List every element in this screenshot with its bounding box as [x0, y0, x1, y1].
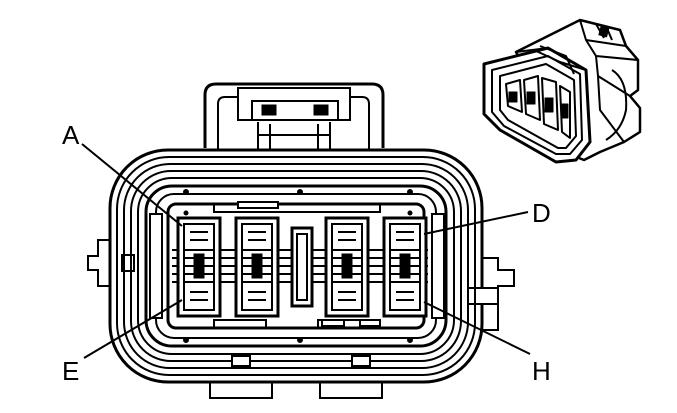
callout-a: A: [62, 120, 80, 150]
leader-lines: [81, 143, 531, 359]
callout-d: D: [532, 198, 551, 228]
leader-line-h: [423, 301, 531, 355]
connector-housing: [87, 82, 515, 399]
cavity-1: [176, 216, 222, 318]
cavity-2: [234, 216, 280, 318]
leader-line-d: [423, 211, 529, 235]
callout-h: H: [532, 356, 551, 386]
connector-isometric-thumbnail: [482, 18, 642, 164]
center-key-slot: [290, 226, 314, 308]
terminal-cavities: [172, 216, 428, 318]
leader-line-a: [81, 143, 183, 227]
callout-labels: A D E H: [62, 120, 551, 386]
cavity-4: [382, 216, 428, 318]
callout-e: E: [62, 356, 79, 386]
cavity-3: [324, 216, 370, 318]
leader-line-e: [83, 299, 183, 359]
